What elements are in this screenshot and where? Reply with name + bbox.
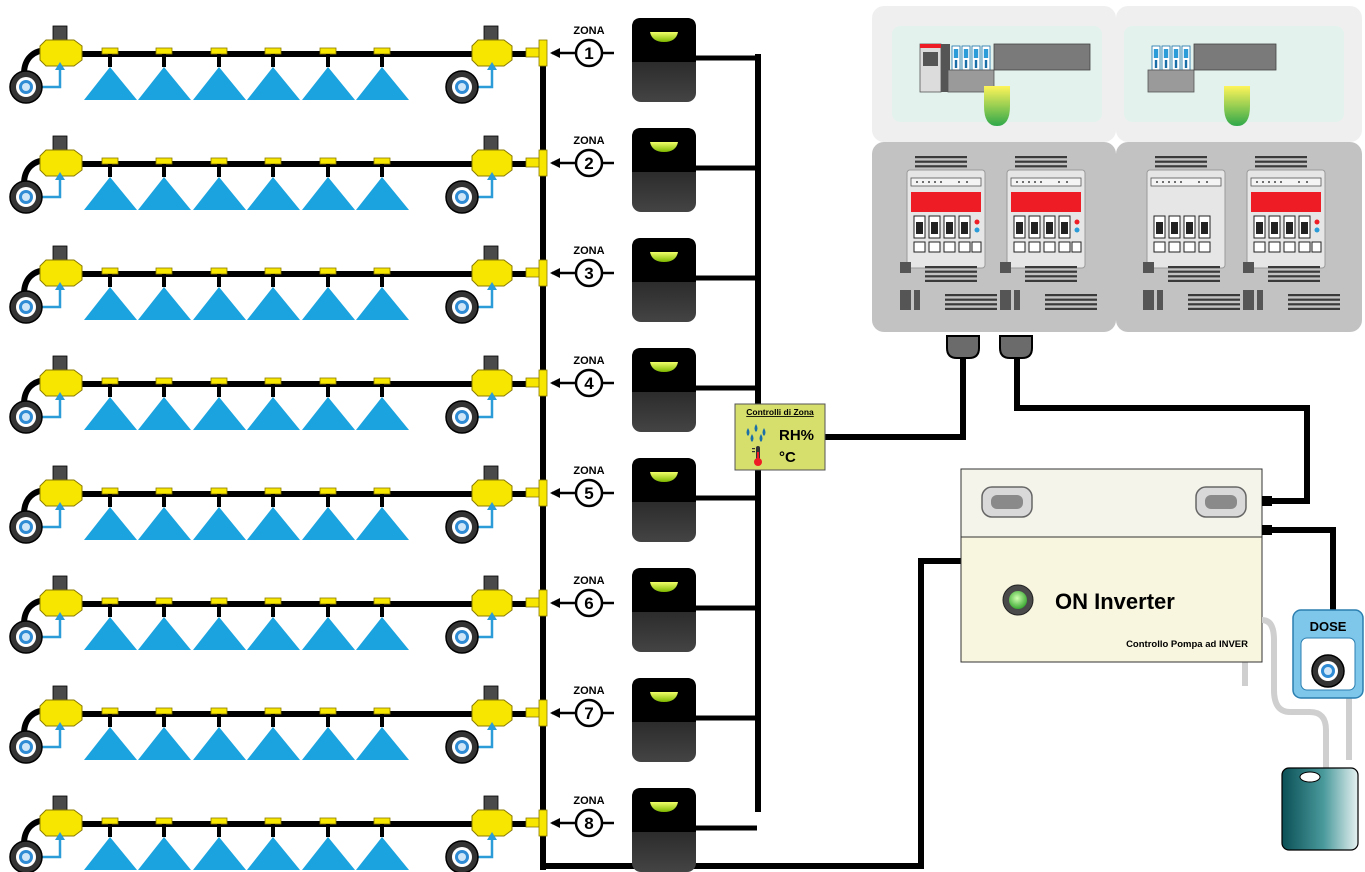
zone-row-1: ZONA 1 — [10, 18, 757, 103]
controller-module — [906, 169, 986, 269]
dose-label: DOSE — [1310, 619, 1347, 634]
zone-number: 3 — [584, 264, 593, 283]
zone-row-graphic — [10, 568, 757, 653]
zone-number: 6 — [584, 594, 593, 613]
circuit-breakers-right — [1147, 43, 1277, 126]
zone-row-graphic — [10, 348, 757, 433]
controller-module — [1246, 169, 1326, 269]
temperature-label: °C — [779, 449, 796, 466]
controller-module — [1146, 169, 1226, 269]
zone-number: 7 — [584, 704, 593, 723]
controller-module — [1006, 169, 1086, 269]
control-cabinet — [872, 6, 1362, 359]
zone-row-8: ZONA 8 — [10, 788, 757, 872]
zone-label: ZONA — [573, 795, 604, 807]
zone-label: ZONA — [573, 135, 604, 147]
zone-label: ZONA — [573, 465, 604, 477]
pipe-collector — [540, 60, 962, 870]
zone-row-graphic — [10, 458, 757, 543]
zone-row-graphic — [10, 128, 757, 213]
zone-row-graphic — [10, 238, 757, 323]
zone-number: 5 — [584, 484, 593, 503]
zone-row-6: ZONA 6 — [10, 568, 757, 653]
zone-label: ZONA — [573, 245, 604, 257]
humidity-label: RH% — [779, 427, 814, 444]
status-led-icon — [1002, 584, 1034, 616]
zone-row-graphic — [10, 18, 757, 103]
zone-row-3: ZONA 3 — [10, 238, 757, 323]
inverter-unit: ON Inverter Controllo Pompa ad INVER — [960, 468, 1336, 686]
cable-gland-left — [946, 335, 980, 359]
zone-label: ZONA — [573, 355, 604, 367]
cable-gland-right — [999, 335, 1033, 359]
zone-number: 1 — [584, 44, 593, 63]
dose-pump: DOSE — [1261, 609, 1364, 768]
zone-row-7: ZONA 7 — [10, 678, 757, 763]
zone-label: ZONA — [573, 25, 604, 37]
zone-label: ZONA — [573, 575, 604, 587]
thermometer-icon — [752, 446, 762, 466]
zone-number: 2 — [584, 154, 593, 173]
inverter-title: ON Inverter — [1055, 589, 1175, 614]
zone-row-5: ZONA 5 — [10, 458, 757, 543]
zone-number: 4 — [584, 374, 594, 393]
zone-row-2: ZONA 2 — [10, 128, 757, 213]
circuit-breakers-left — [919, 43, 1091, 126]
zone-controller-title: Controlli di Zona — [746, 407, 814, 417]
zone-row-4: ZONA 4 — [10, 348, 757, 433]
inverter-subtitle: Controllo Pompa ad INVER — [1126, 639, 1248, 650]
zone-row-graphic — [10, 788, 757, 872]
zone-label: ZONA — [573, 685, 604, 697]
zone-row-graphic — [10, 678, 757, 763]
chemical-tank-icon — [1281, 767, 1359, 851]
zone-number: 8 — [584, 814, 593, 833]
zone-controller-box: Controlli di Zona RH% °C — [734, 348, 966, 471]
humidity-icon — [746, 424, 766, 442]
